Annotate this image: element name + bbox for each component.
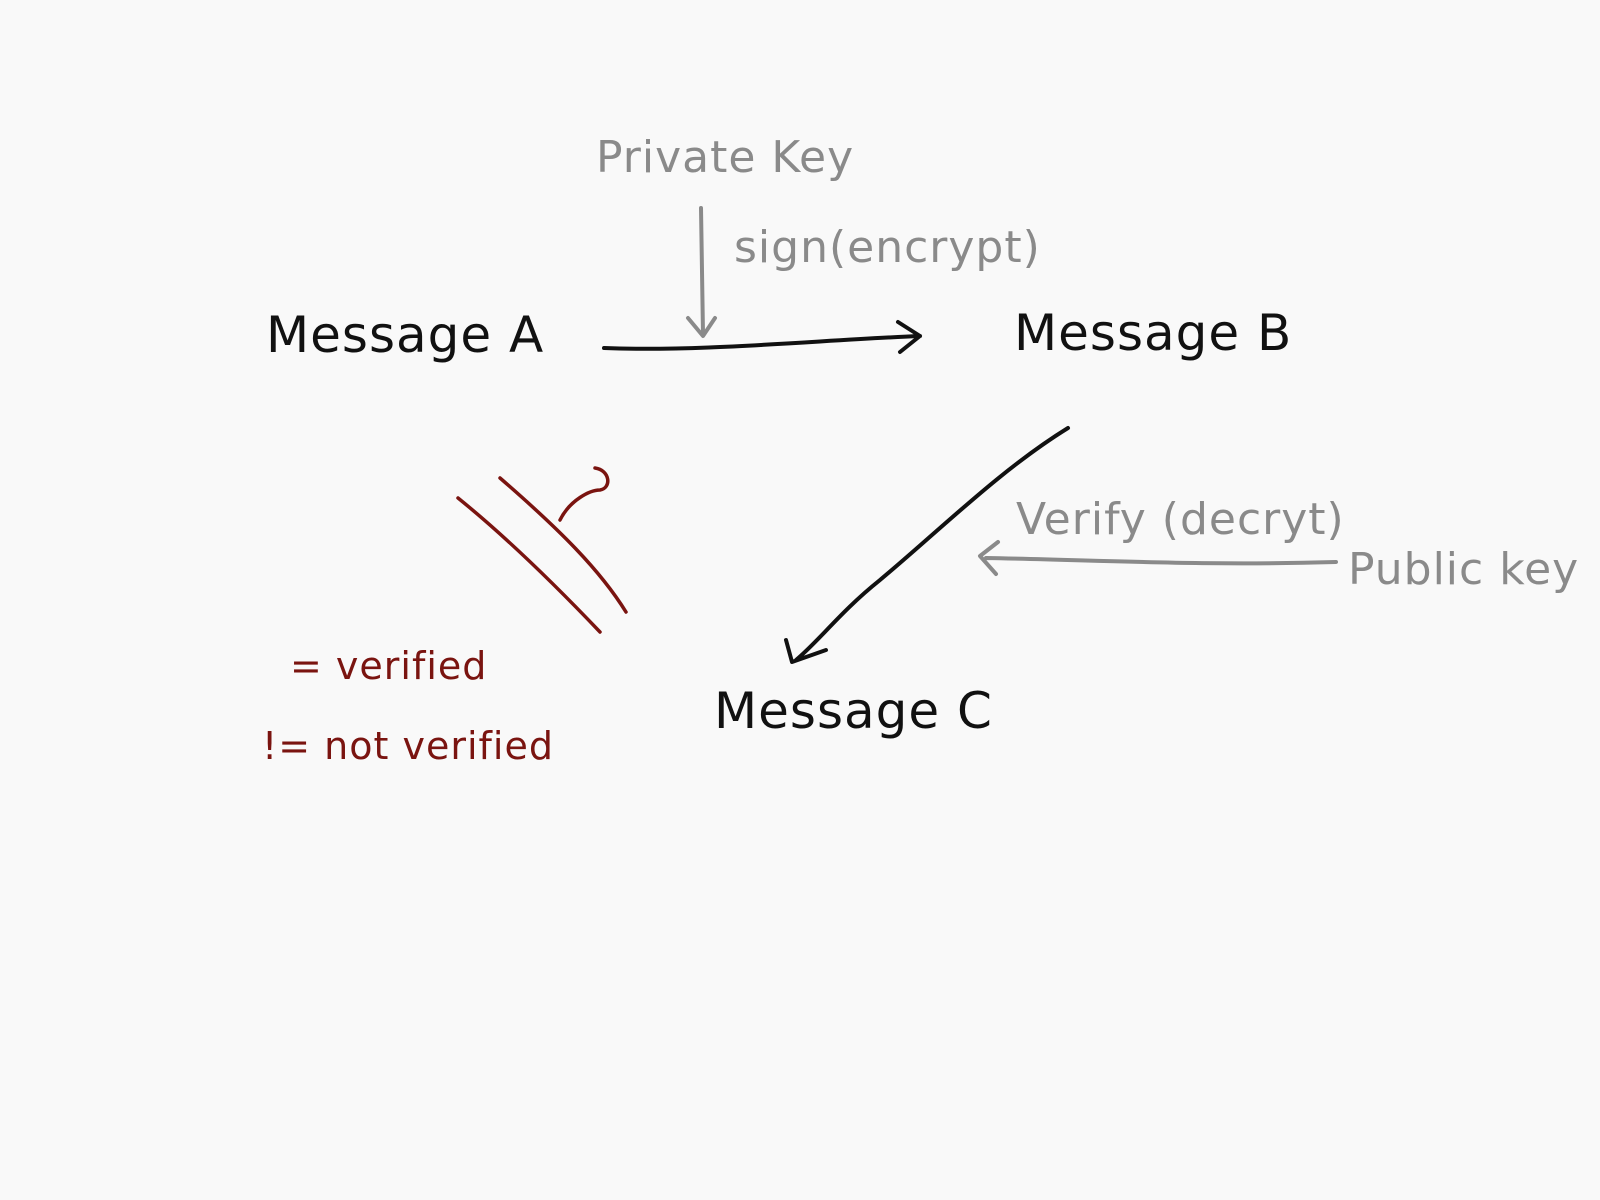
- arrow-a-to-b: [602, 320, 922, 354]
- public-key-arrow: [978, 540, 1338, 576]
- message-b: Message B: [1014, 304, 1293, 362]
- not-equal-line-1: [456, 496, 602, 634]
- question-mark-icon: [558, 466, 610, 522]
- legend-not-verified: != not verified: [262, 724, 554, 768]
- private-key-label: Private Key: [596, 132, 855, 183]
- message-c: Message C: [714, 682, 993, 740]
- message-a: Message A: [266, 306, 545, 364]
- private-key-arrow: [686, 206, 717, 338]
- legend-verified: = verified: [290, 644, 488, 688]
- not-equal-line-2: [498, 476, 628, 614]
- sign-label: sign(encrypt): [734, 222, 1041, 273]
- question-mark-text: ?: [604, 456, 606, 457]
- verify-label: Verify (decryt): [1016, 494, 1345, 545]
- public-key-label: Public key: [1348, 544, 1580, 595]
- arrow-b-to-c: [784, 426, 1070, 664]
